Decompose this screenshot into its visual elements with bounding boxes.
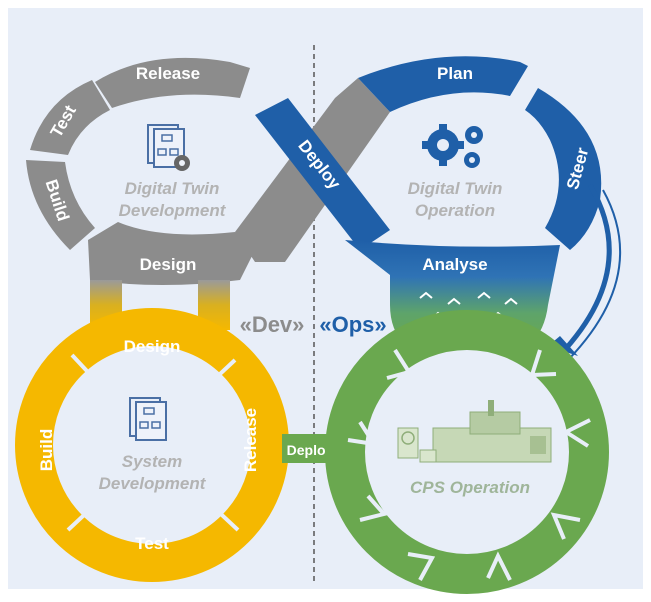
- sys-dev-title-line1: System: [122, 452, 182, 471]
- dt-ops-title-line2: Operation: [415, 201, 495, 220]
- ring-chevrons: [347, 348, 591, 581]
- cps-operation-loop: CPS Operation: [325, 310, 609, 594]
- dt-steer-segment: [525, 88, 602, 250]
- dt-plan-label: Plan: [437, 64, 473, 83]
- gears-icon: [422, 124, 483, 168]
- flowchart-gear-icon: [147, 124, 190, 171]
- dt-build-segment: [26, 160, 95, 250]
- sys-build-label: Build: [37, 429, 56, 472]
- sys-test-label: Test: [135, 534, 169, 553]
- dt-design-segment: [88, 222, 255, 285]
- cps-ops-title: CPS Operation: [410, 478, 530, 497]
- deploy-bottom-label: Deploy: [287, 442, 334, 458]
- dt-design-label: Design: [140, 255, 197, 274]
- system-development-loop: Design Build Release Test System Develop…: [15, 308, 289, 582]
- dt-ops-title-line1: Digital Twin: [408, 179, 503, 198]
- dt-release-segment: [95, 57, 250, 108]
- steer-arrow: [558, 183, 612, 357]
- dt-dev-title-line2: Development: [119, 201, 227, 220]
- dt-deploy-segment: [255, 98, 390, 250]
- machine-icon: [397, 400, 552, 463]
- dt-plan-segment: [358, 56, 528, 112]
- dt-dev-title-line1: Digital Twin: [125, 179, 220, 198]
- dt-release-label: Release: [136, 64, 200, 83]
- dt-analyse-label: Analyse: [422, 255, 487, 274]
- dt-test-segment: [30, 80, 110, 155]
- sys-design-label: Design: [124, 337, 181, 356]
- ops-label: «Ops»: [319, 312, 386, 337]
- sys-dev-title-line2: Development: [99, 474, 207, 493]
- dev-label: «Dev»: [240, 312, 305, 337]
- sys-release-label: Release: [241, 408, 260, 472]
- flowchart-icon: [129, 397, 167, 441]
